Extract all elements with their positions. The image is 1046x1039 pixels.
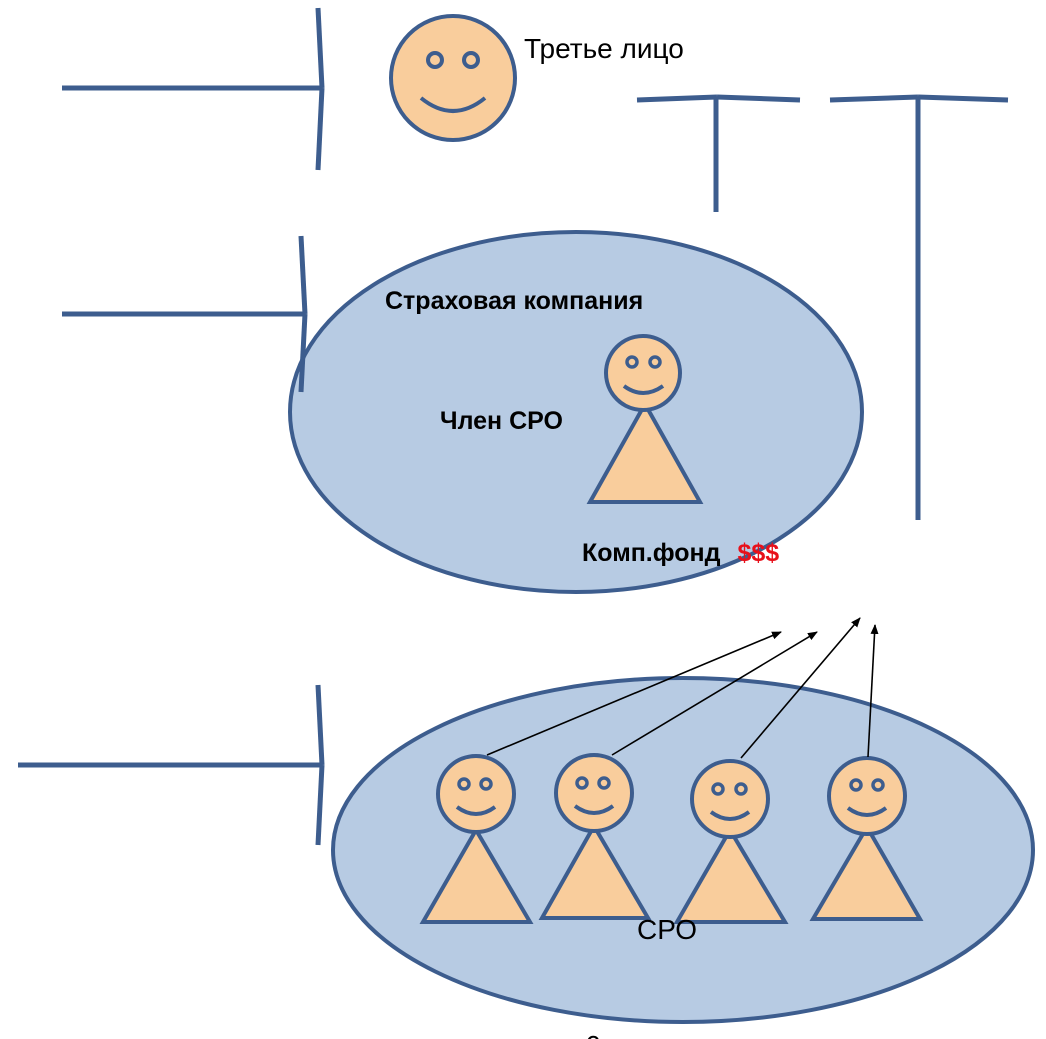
comp-fund-label: Комп.фонд: [582, 539, 721, 567]
insurance-company-label: Страховая компания: [385, 287, 643, 315]
sro-member-figure: [586, 334, 704, 504]
sro-figure-2: [538, 753, 652, 920]
contribution-arrow-1: [486, 631, 782, 756]
third-party-label: Третье лицо: [524, 33, 684, 64]
insurance-company-ellipse: [288, 230, 864, 594]
sro-member-label: Член СРО: [440, 407, 563, 435]
comp-fund-text: Комп.фонд $$$: [582, 539, 779, 567]
sro-ellipse: [331, 676, 1035, 1024]
contribution-arrow-2: [611, 631, 818, 756]
contribution-arrow-3: [740, 617, 861, 759]
sro-figure-1: [419, 754, 534, 924]
right-connector-short: [636, 94, 801, 212]
left-connector-top: [62, 7, 325, 171]
left-connector-bottom: [18, 684, 325, 846]
money-label: $$$: [737, 539, 779, 567]
third-party-face: [389, 14, 517, 142]
sro-figure-4: [809, 756, 924, 921]
page-number: 6: [585, 1030, 601, 1039]
right-connector-tall: [829, 94, 1009, 520]
contribution-arrow-4: [867, 624, 879, 758]
sro-figure-3: [673, 759, 789, 924]
left-connector-middle: [62, 235, 308, 393]
contribution-arrows: [486, 617, 879, 759]
sro-label: СРО: [637, 914, 697, 945]
